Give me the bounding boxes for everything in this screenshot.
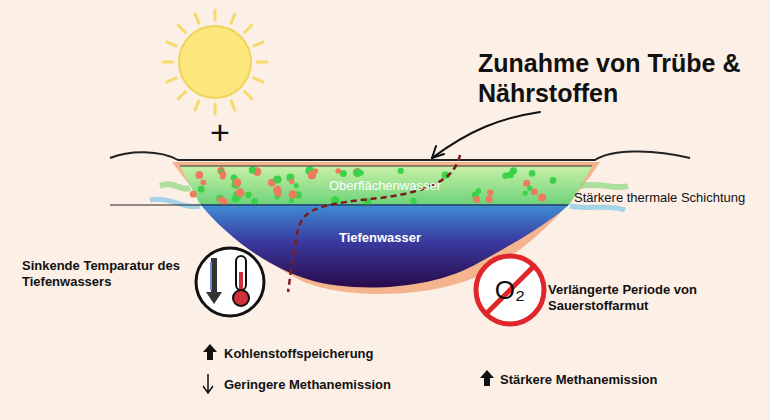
up-arrow: [203, 344, 217, 360]
particle-dot: [502, 173, 508, 179]
effect-label: Stärkere Methanemission: [500, 372, 720, 388]
particle-dot: [289, 179, 294, 184]
particle-dot: [550, 177, 557, 184]
sun-ray: [167, 78, 176, 82]
effect-label: Geringere Methanemission: [224, 377, 444, 393]
effect-label: Kohlenstoffspeicherung: [224, 346, 444, 362]
thermometer-icon: [196, 248, 264, 316]
sun-ray: [178, 25, 185, 32]
sun-ray: [231, 14, 235, 23]
lake-bank: [110, 151, 690, 160]
plus-sign: +: [210, 112, 240, 153]
particle-dot: [411, 198, 417, 204]
particle-dot: [523, 191, 528, 196]
sun-ray: [245, 92, 252, 99]
particle-dot: [245, 192, 251, 198]
particle-dot: [273, 186, 282, 195]
down-arrow: [203, 374, 213, 393]
particle-dot: [527, 186, 532, 191]
no-oxygen-icon: O₂: [473, 253, 547, 327]
sun-ray: [245, 25, 252, 32]
particle-dot: [251, 198, 258, 205]
particle-dot: [289, 198, 294, 203]
particle-dot: [529, 170, 536, 177]
layer-label: Oberflächenwasser: [300, 178, 470, 194]
sun-ray: [214, 10, 217, 20]
sun-ray: [254, 78, 263, 82]
particle-dot: [236, 188, 245, 197]
layer-label: Tiefenwasser: [310, 230, 450, 246]
particle-dot: [353, 168, 362, 177]
particle-dot: [195, 171, 203, 179]
particle-dot: [486, 196, 493, 203]
particle-dot: [308, 171, 317, 180]
sun-ray: [214, 104, 217, 114]
particle-dot: [220, 171, 227, 178]
particle-dot: [294, 183, 299, 188]
particle-dot: [190, 191, 197, 198]
temperature-profile: [288, 155, 460, 292]
thermocline-label: Stärkere thermale Schichtung: [574, 190, 764, 206]
sun-ray: [195, 101, 199, 110]
particle-dot: [353, 169, 362, 178]
particle-dot: [398, 168, 404, 174]
particle-dot: [473, 196, 480, 203]
sun-ray: [195, 14, 199, 23]
title-annotation: Zunahme von Trübe & Nährstoffen: [478, 48, 758, 108]
particle-dot: [273, 175, 281, 183]
sun: [163, 10, 267, 114]
effect-label: Verlängerte Periode von Sauerstoffarmut: [548, 282, 748, 313]
sun-ray: [257, 61, 267, 64]
particle-dot: [487, 190, 493, 196]
particle-dot: [289, 190, 297, 198]
particle-dot: [233, 178, 241, 186]
sun-ray: [163, 61, 173, 64]
particle-dot: [335, 168, 341, 174]
up-arrow: [480, 370, 494, 386]
sun-ray: [167, 42, 176, 46]
effect-label: Sinkende Temparatur des Tiefenwassers: [22, 258, 192, 289]
sun-ray: [231, 101, 235, 110]
thermocline-line: [110, 204, 568, 205]
input-arrow: [432, 112, 540, 158]
particle-dot: [201, 180, 207, 186]
sun-ray: [178, 92, 185, 99]
particle-dot: [221, 198, 228, 205]
particle-dot: [249, 166, 256, 173]
sun-ray: [254, 42, 263, 46]
particle-dot: [538, 194, 546, 202]
particle-dot: [198, 186, 205, 193]
particle-dot: [510, 167, 517, 174]
oxygen-symbol: O₂: [495, 277, 525, 303]
